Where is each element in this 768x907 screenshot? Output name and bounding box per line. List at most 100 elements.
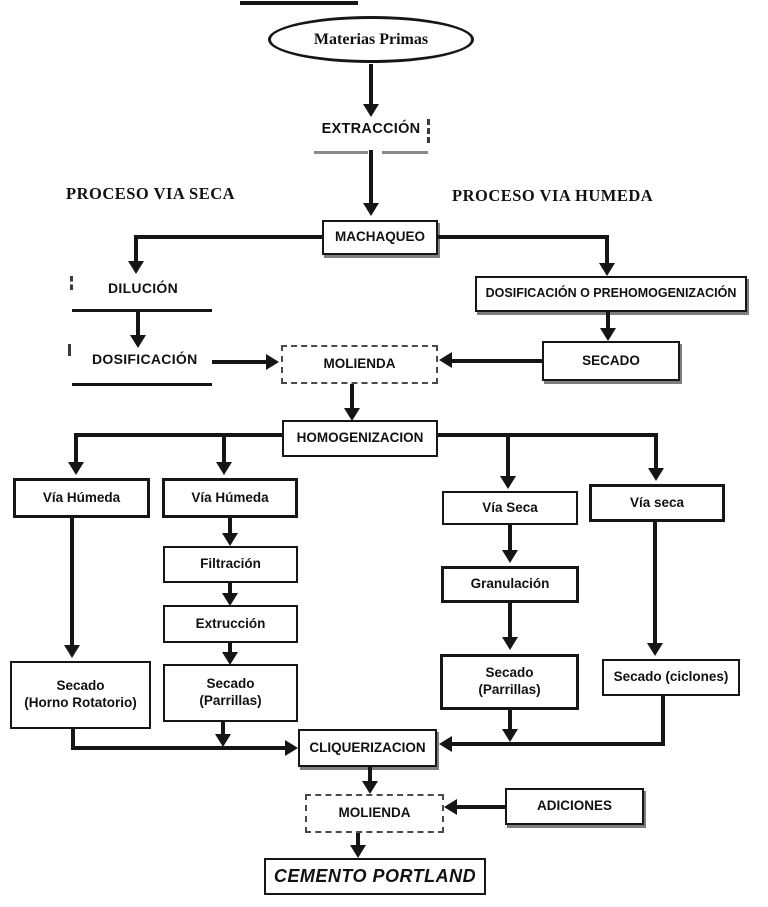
connector-line	[228, 583, 232, 595]
underline	[382, 151, 428, 154]
node-label: CEMENTO PORTLAND	[273, 866, 477, 887]
node-label: Vía Húmeda	[191, 489, 269, 505]
arrowhead-left-icon	[444, 799, 457, 815]
connector-line	[506, 433, 510, 477]
node-label-line1: Secado	[206, 676, 255, 692]
node-label: SECADO	[582, 352, 640, 368]
connector-line	[605, 235, 609, 265]
connector-line	[356, 833, 360, 847]
connector-line	[74, 433, 78, 463]
node-secado-parrillas-3: Secado (Parrillas)	[440, 654, 579, 710]
arrowhead-down-icon	[600, 328, 616, 341]
node-label-line2: (Parrillas)	[478, 682, 541, 697]
underline	[314, 151, 368, 154]
arrowhead-down-icon	[216, 462, 232, 475]
scan-artifact-line	[240, 1, 358, 5]
node-label: Vía Seca	[482, 499, 538, 515]
dashed-tick	[68, 344, 71, 356]
node-label: MOLIENDA	[323, 356, 396, 372]
node-homogenizacion: HOMOGENIZACION	[282, 420, 438, 457]
connector-line	[508, 710, 512, 730]
connector-line	[221, 722, 225, 736]
connector-line	[438, 235, 608, 239]
node-label: Vía Húmeda	[42, 489, 121, 505]
arrowhead-right-icon	[285, 740, 298, 756]
arrowhead-down-icon	[222, 533, 238, 546]
connector-line	[456, 805, 505, 809]
node-via-humeda-1: Vía Húmeda	[13, 478, 150, 518]
node-label: Vía seca	[629, 494, 685, 510]
node-dilucion: DILUCIÓN	[107, 280, 179, 296]
arrowhead-down-icon	[500, 476, 516, 489]
connector-line	[74, 433, 282, 437]
arrowhead-down-icon	[502, 637, 518, 650]
node-via-seca-1: Vía Seca	[442, 491, 578, 525]
arrowhead-down-icon	[648, 468, 664, 481]
node-label: HOMOGENIZACION	[296, 430, 424, 446]
arrowhead-down-icon	[363, 203, 379, 216]
arrowhead-down-icon	[362, 781, 378, 794]
connector-line	[368, 767, 372, 783]
node-extraccion: EXTRACCIÓN	[321, 121, 421, 137]
arrowhead-down-icon	[64, 645, 80, 658]
underline	[72, 383, 212, 386]
dashed-tick	[70, 276, 73, 290]
connector-line	[71, 746, 286, 750]
node-cliquerizacion: CLIQUERIZACION	[298, 729, 437, 767]
node-molienda-2: MOLIENDA	[305, 794, 444, 833]
arrowhead-down-icon	[344, 408, 360, 421]
node-label: MACHAQUEO	[335, 229, 425, 245]
arrowhead-down-icon	[363, 104, 379, 117]
node-label-line2: (Horno Rotatorio)	[24, 695, 137, 710]
connector-line	[369, 64, 373, 105]
connector-line	[508, 525, 512, 551]
connector-line	[134, 235, 138, 263]
connector-line	[71, 729, 75, 750]
node-label-line1: Secado	[56, 678, 105, 694]
arrowhead-down-icon	[502, 729, 518, 742]
connector-line	[228, 643, 232, 655]
arrowhead-down-icon	[128, 261, 144, 274]
connector-line	[438, 433, 657, 437]
connector-line	[228, 518, 232, 534]
heading-proceso-via-humeda: PROCESO VIA HUMEDA	[452, 186, 654, 205]
arrowhead-down-icon	[68, 462, 84, 475]
node-secado-parrillas-2: Secado (Parrillas)	[163, 664, 298, 722]
node-label: Secado (ciclones)	[613, 669, 729, 685]
node-label: Materias Primas	[313, 30, 429, 48]
heading-proceso-via-seca: PROCESO VIA SECA	[66, 184, 236, 203]
arrowhead-down-icon	[599, 263, 615, 276]
node-granulacion: Granulación	[441, 566, 579, 603]
arrowhead-down-icon	[215, 734, 231, 747]
node-cemento-portland: CEMENTO PORTLAND	[264, 858, 486, 895]
node-label: Granulación	[470, 576, 550, 592]
node-label: ADICIONES	[536, 798, 612, 814]
node-label-line2: (Parrillas)	[199, 693, 262, 708]
node-molienda-1: MOLIENDA	[281, 345, 438, 384]
node-machaqueo: MACHAQUEO	[322, 220, 438, 255]
arrowhead-down-icon	[647, 643, 663, 656]
node-dosificacion-prehomogenizacion: DOSIFICACIÓN O PREHOMOGENIZACIÓN	[475, 276, 747, 312]
node-label-line1: Secado	[485, 665, 534, 681]
node-label: Extrucción	[195, 615, 266, 631]
arrowhead-down-icon	[350, 845, 366, 858]
connector-line	[661, 696, 665, 746]
underline	[72, 309, 212, 312]
connector-line	[606, 312, 610, 330]
node-secado-horno-rotatorio: Secado (Horno Rotatorio)	[10, 661, 151, 729]
node-label: CLIQUERIZACION	[309, 739, 426, 755]
connector-line	[136, 312, 140, 336]
connector-line	[222, 433, 226, 463]
arrowhead-left-icon	[439, 736, 452, 752]
node-label: MOLIENDA	[338, 805, 411, 821]
arrowhead-down-icon	[130, 335, 146, 348]
node-secado-ciclones: Secado (ciclones)	[602, 659, 740, 696]
node-label: DOSIFICACIÓN O PREHOMOGENIZACIÓN	[485, 286, 737, 301]
arrowhead-down-icon	[222, 593, 238, 606]
node-materias-primas: Materias Primas	[268, 16, 474, 63]
connector-line	[134, 235, 322, 239]
connector-line	[350, 384, 354, 411]
node-filtracion: Filtración	[163, 546, 298, 583]
arrowhead-right-icon	[266, 354, 279, 370]
